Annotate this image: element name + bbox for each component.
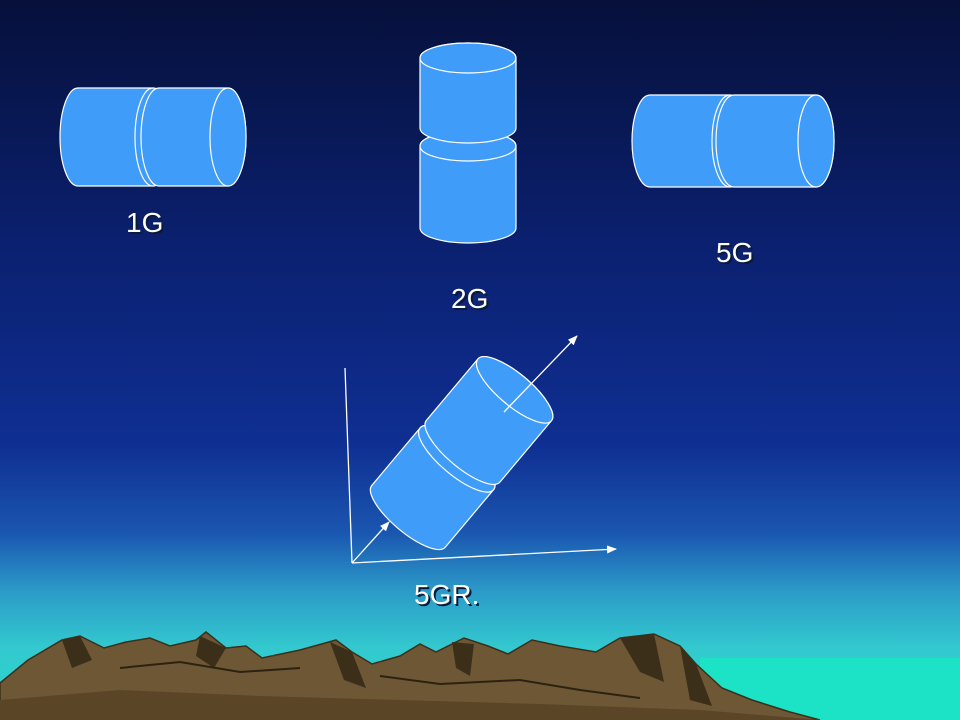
axis-horizontal — [351, 545, 617, 564]
mountain-shadow-1 — [62, 636, 92, 668]
cylinder-group-2g — [419, 42, 517, 244]
label-2g: 2G — [451, 283, 489, 314]
mountain-shadow-2 — [196, 636, 226, 668]
mountain-ridge-line — [119, 660, 641, 699]
mountain-shadow-4 — [452, 642, 474, 676]
mountain-shadow-3 — [330, 642, 366, 688]
mountain-foot — [0, 690, 820, 720]
axes-5gr — [344, 367, 617, 564]
cylinder-group-1g — [59, 87, 247, 187]
cylinder-group-5g — [631, 94, 835, 188]
label-1g: 1G — [126, 207, 164, 238]
label-5g: 5G — [716, 237, 754, 268]
mountain-shadow-5 — [620, 634, 664, 682]
axis-depth — [351, 521, 390, 564]
mountain-shadow-6 — [680, 646, 712, 706]
mountain-range — [0, 631, 821, 720]
label-5gr: 5GR. — [414, 579, 480, 610]
cylinder-5gr-upper-face — [475, 356, 554, 424]
cylinder-2g-top-face — [419, 42, 517, 74]
axis-cylinder-direction — [503, 335, 578, 413]
cylinder-1g-right-face — [209, 87, 247, 187]
axis-vertical — [344, 367, 353, 564]
cylinder-group-5gr — [369, 356, 554, 551]
cylinder-5g-right-face — [797, 94, 835, 188]
